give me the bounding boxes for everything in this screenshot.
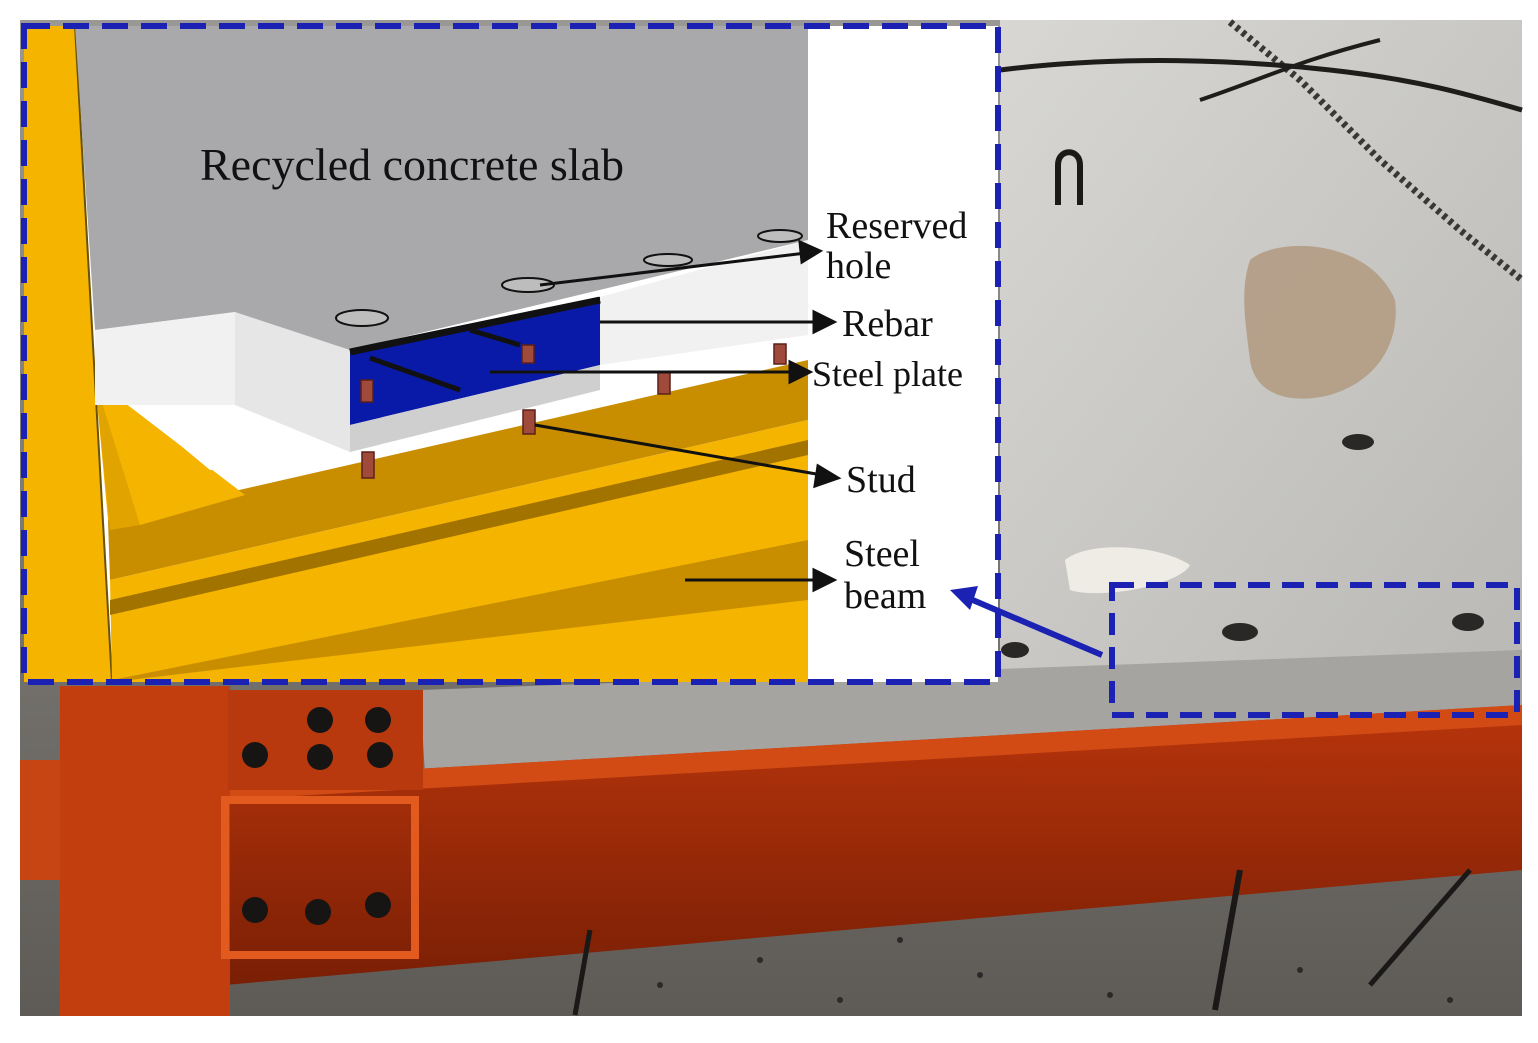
schematic-slab-side <box>600 240 808 365</box>
label-reserved-hole-line2: hole <box>826 245 892 287</box>
schematic-connection-plate-side <box>95 380 140 530</box>
photo-side-bracket <box>20 760 60 880</box>
leader-arrows <box>490 239 842 593</box>
photo-floor-specks <box>657 937 1453 1003</box>
schematic-column-edge <box>74 25 113 683</box>
photo-covered-object <box>1244 245 1396 399</box>
photo-support-leg <box>572 929 593 1016</box>
schematic-beam-flange <box>108 360 808 580</box>
photo-support-leg <box>1212 869 1243 1011</box>
photo-end-plate <box>221 796 419 959</box>
photo-callout-box <box>1109 582 1520 718</box>
schematic-beam-lower <box>112 540 808 682</box>
inset-callout-border <box>21 23 1001 685</box>
schematic-steel-plate-base <box>350 365 600 452</box>
label-reserved-hole-line1: Reserved <box>826 205 968 247</box>
schematic-slab-notch <box>95 312 235 405</box>
label-stud: Stud <box>846 459 916 501</box>
photo-hole <box>1001 642 1029 658</box>
label-column <box>808 26 998 682</box>
photo-beam-flange <box>225 705 1522 800</box>
schematic-connection-plate <box>95 380 245 525</box>
label-steel-plate: Steel plate <box>812 354 963 394</box>
label-rebar: Rebar <box>842 303 933 345</box>
photo-rag <box>1065 547 1190 594</box>
photo-steel-column <box>60 686 230 1016</box>
photo-bolts <box>242 707 393 925</box>
callout-connector <box>950 586 1104 658</box>
label-steel-beam-line2: beam <box>844 575 927 617</box>
photo-hole <box>1452 613 1484 631</box>
schematic-reserved-holes <box>335 229 803 327</box>
schematic-rebar <box>349 296 601 356</box>
schematic-rebar <box>469 327 521 348</box>
schematic-rebar <box>369 355 461 393</box>
schematic-beam-edge <box>110 440 808 615</box>
schematic-inset <box>21 23 1001 685</box>
label-steel-beam-line1: Steel <box>844 533 920 575</box>
photo-lifting-hook <box>1055 149 1083 205</box>
photo-cable <box>999 58 1523 113</box>
schematic-steel-plate <box>350 297 600 425</box>
slab-title: Recycled concrete slab <box>200 139 624 190</box>
photo-hole <box>1342 434 1374 450</box>
photo-connection-plate <box>228 690 423 790</box>
schematic-column <box>24 26 112 682</box>
photo-support-leg <box>1368 868 1472 987</box>
schematic-studs <box>360 343 787 479</box>
photo-hole <box>1222 623 1258 641</box>
photo-cable <box>1199 38 1381 102</box>
schematic-slab-top <box>75 26 808 350</box>
photo-slab-joint <box>1227 19 1525 283</box>
